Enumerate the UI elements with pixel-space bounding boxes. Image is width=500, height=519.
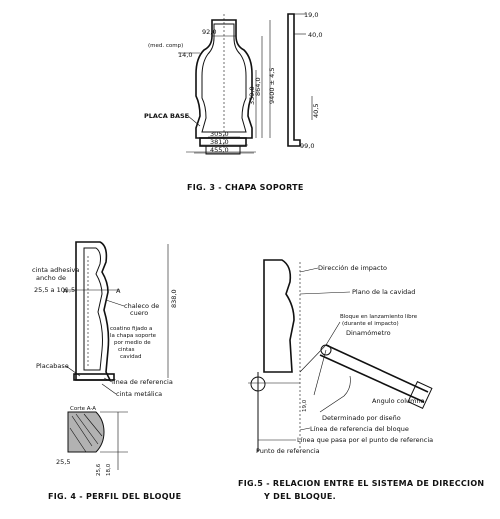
fig4-block-outline <box>75 241 112 381</box>
fig5-dinamometro: Dinamómetro <box>346 329 391 337</box>
fig5-lrb-leader <box>299 427 311 431</box>
fig4-chaleco-2: cuero <box>130 309 148 317</box>
fig3-side-40: 40,0 <box>308 31 322 39</box>
fig4-block-profile: A A 838,0 cinta adhesiva ancho de 25,5 a… <box>32 241 181 501</box>
fig3-side-19: 19,0 <box>304 11 318 19</box>
fig5-block-outline <box>263 259 295 373</box>
fig5-direction-relation: Dirección de impacto Plano de la cavidad… <box>238 259 484 501</box>
fig4-costillas-3: cintas <box>118 347 135 353</box>
fig5-dim-19: 19,0 <box>302 399 308 412</box>
fig4-placa-base: Placabase <box>36 362 69 370</box>
fig4-marker-a-right: A <box>116 287 121 295</box>
fig4-dim-255: 25,5 <box>56 458 70 466</box>
fig3-inner-contour <box>201 23 247 133</box>
fig4-dim-18: 18,0 <box>106 463 112 476</box>
fig5-bloque-1: Bloque en lanzamiento libre <box>340 314 418 320</box>
fig5-dyn-arm-2 <box>313 349 327 396</box>
fig4-range: 25,5 a 101,5 <box>34 286 75 294</box>
fig4-costillas-1: la chapa soporte <box>110 333 157 339</box>
fig5-angle-arc <box>343 375 351 397</box>
fig4-corte: Corte A-A <box>70 406 96 412</box>
fig3-base-foot <box>205 145 241 155</box>
fig4-chaleco-1: chaleco de <box>124 302 159 310</box>
fig5-linea-ref-bloque: Línea de referencia del bloque <box>310 425 409 433</box>
fig3-dim-864: 864,0 <box>254 77 262 96</box>
fig4-section-aa: Corte A-A 25,5 25,6 18,0 <box>56 406 128 476</box>
fig4-caption: FIG. 4 - PERFIL DEL BLOQUE <box>48 492 181 501</box>
fig3-placa-leader <box>187 115 201 127</box>
fig4-costillas-2: por medio de <box>114 340 151 346</box>
fig3-caption: FIG. 3 - CHAPA SOPORTE <box>187 183 304 192</box>
fig4-base-plate <box>73 373 115 381</box>
fig5-caption-1: FIG.5 - RELACION ENTRE EL SISTEMA DE DIR… <box>238 479 484 488</box>
fig3-dim-381: 381,0 <box>210 138 229 146</box>
fig5-punto-ref: Punto de referencia <box>256 447 320 455</box>
fig4-cinta-leader <box>101 383 117 395</box>
fig4-linea-ref-leader <box>103 377 113 383</box>
fig4-marker-a-left: A <box>63 287 68 295</box>
fig3-side-99: 99,0 <box>300 142 314 150</box>
fig3-dim-455: 455,0 <box>210 146 229 154</box>
fig5-determinado: Determinado por diseño <box>322 414 401 422</box>
fig4-section-shape <box>67 411 105 453</box>
fig5-det-leader <box>319 395 345 413</box>
fig5-dir-leader <box>299 267 319 273</box>
fig4-cavity-contour <box>83 247 103 371</box>
fig4-placa-leader <box>65 365 81 377</box>
fig3-dim-359: 359,0 <box>248 86 256 105</box>
fig4-section-hatch <box>69 413 103 453</box>
fig5-bloque-leader <box>325 321 341 346</box>
fig3-dim-92: 92,0 <box>202 28 216 36</box>
fig4-dim-256: 25,6 <box>96 463 102 476</box>
fig3-label-placa-base: PLACA BASE <box>144 112 189 120</box>
fig5-linea-pasa: Línea que pasa por el punto de referenci… <box>297 436 433 444</box>
fig5-angulo: Angulo columna <box>372 397 425 405</box>
fig5-plano-cavidad: Plano de la cavidad <box>352 288 415 296</box>
fig5-caption-2: Y DEL BLOQUE. <box>263 492 336 501</box>
fig4-cinta-adhesiva: cinta adhesiva <box>32 266 79 274</box>
fig5-plano-leader <box>299 291 351 295</box>
fig4-cinta-metalica: cinta metálica <box>116 390 162 398</box>
fig3-side-405: 40,5 <box>312 104 320 118</box>
fig4-cavidad: cavidad <box>120 354 142 360</box>
fig4-dim-838: 838,0 <box>170 289 178 308</box>
fig4-linea-ref: línea de referencia <box>112 378 173 386</box>
fig5-column-bottom <box>319 354 425 403</box>
fig3-dim-9400: 9400 ± 4,5 <box>268 68 276 104</box>
fig5-dyn-arm <box>299 344 327 373</box>
fig5-direccion-impacto: Dirección de impacto <box>318 264 387 272</box>
fig3-dim-305: 305,0 <box>210 130 229 138</box>
fig4-chaleco-leader <box>105 299 125 307</box>
fig3-plate-outline <box>195 19 253 139</box>
fig4-ancho-de: ancho de <box>36 274 66 282</box>
fig3-dim-14: 14,0 <box>178 51 192 59</box>
fig5-bloque-2: (durante el impacto) <box>342 321 399 327</box>
fig3-support-plate: 92,0 (med. comp) 14,0 359,0 864,0 9400 ±… <box>144 11 322 192</box>
fig5-column-top <box>325 344 429 393</box>
fig4-costillas-0: coatino fijado a <box>110 326 152 332</box>
fig5-column-end <box>407 380 433 410</box>
fig3-med-comp: (med. comp) <box>148 43 183 49</box>
